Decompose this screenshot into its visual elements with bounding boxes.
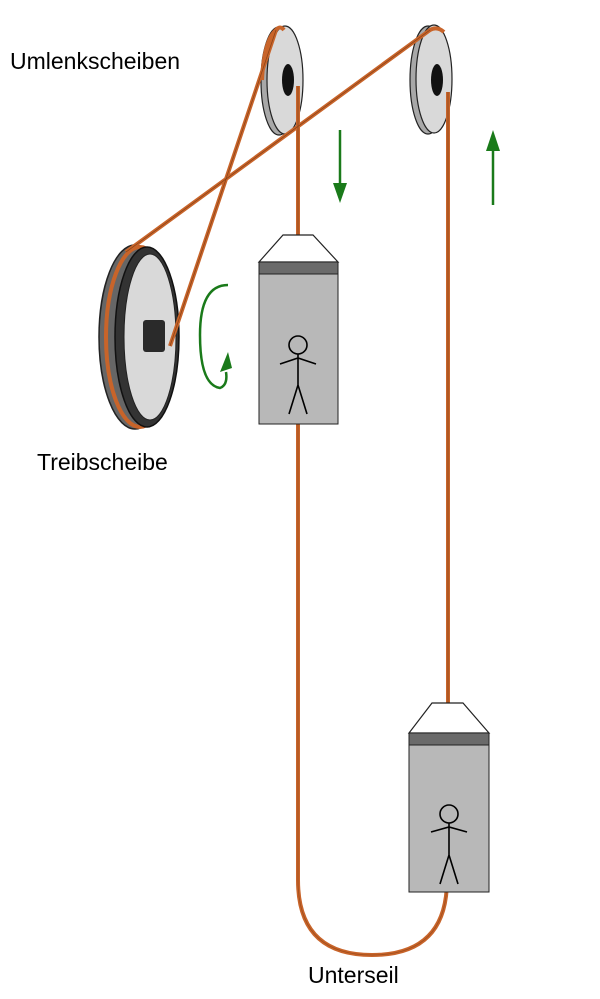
arrow-up-icon (486, 130, 500, 205)
label-compensation-rope: Unterseil (308, 962, 399, 988)
label-deflection-sheaves: Umlenkscheiben (10, 48, 181, 74)
elevator-car-1 (257, 234, 340, 425)
rotation-arrow-icon (198, 283, 232, 390)
sheave-hub (143, 320, 165, 352)
elevator-car-2 (407, 702, 491, 893)
deflection-sheave-right (409, 24, 453, 135)
person-icon (430, 804, 468, 885)
traction-sheave (98, 244, 180, 430)
label-traction-sheave: Treibscheibe (37, 449, 168, 475)
person-icon (279, 335, 317, 415)
arrow-down-icon (333, 130, 347, 203)
